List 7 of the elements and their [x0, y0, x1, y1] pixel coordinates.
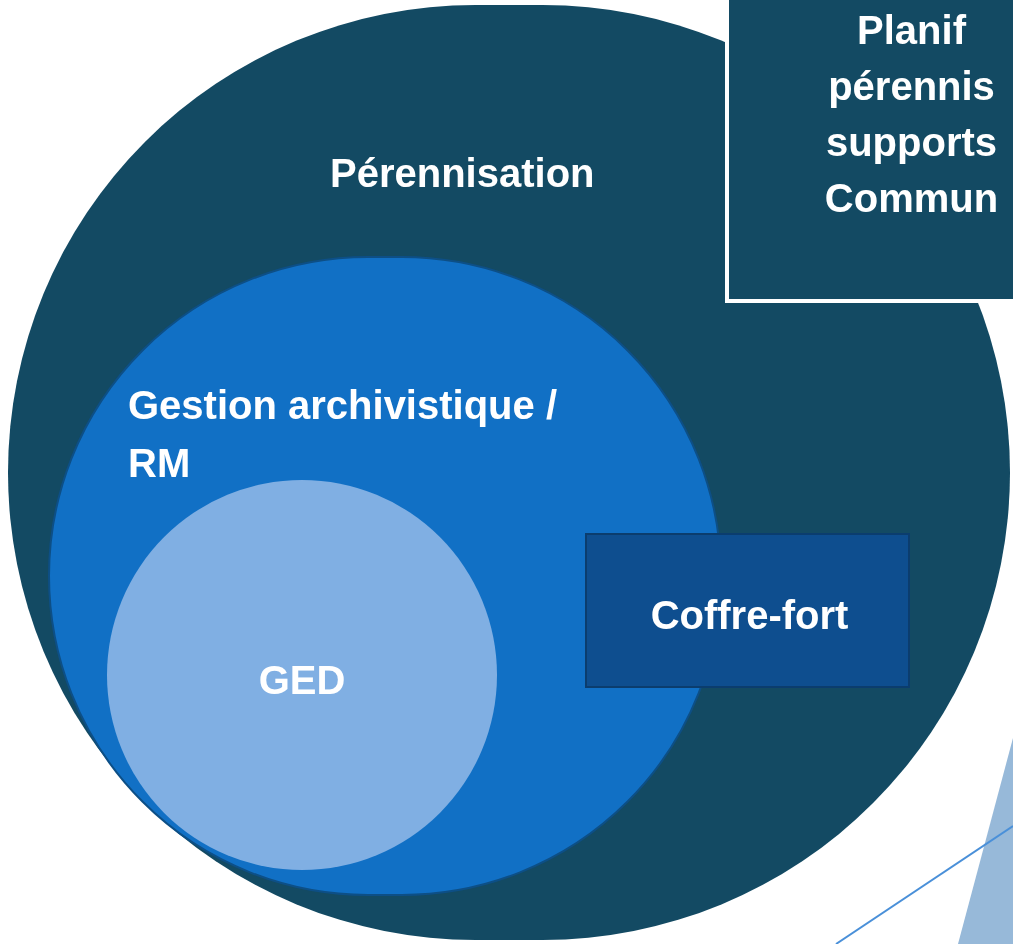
node-label: GED	[257, 657, 347, 704]
node-label: Gestion archivistique / RM	[128, 382, 558, 487]
node-label: Planif pérennis supports Commun	[823, 7, 1000, 222]
rectangle-box	[585, 533, 910, 688]
node-label: Coffre-fort	[649, 592, 850, 639]
node-label: Pérennisation	[330, 150, 596, 197]
rectangle-box	[725, 0, 1013, 303]
